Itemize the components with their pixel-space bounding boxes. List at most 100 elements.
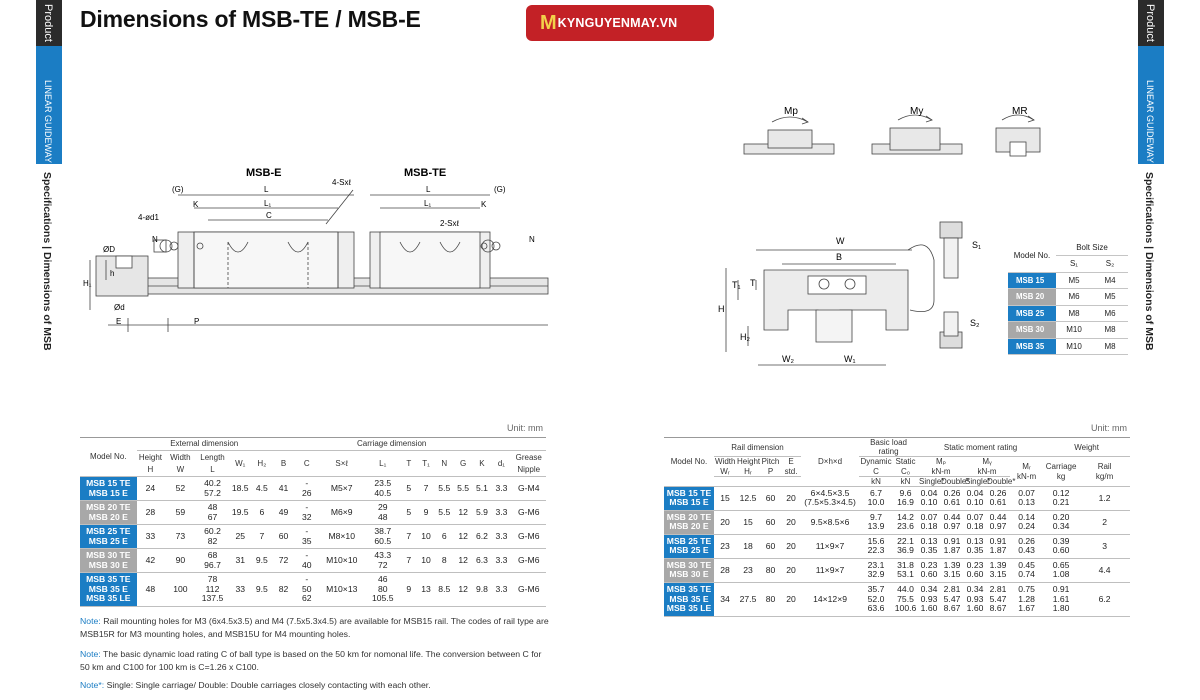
rt-header-dhd: D×h×d [801, 437, 860, 487]
right-side-tab: Product LINEAR GUIDEWAY Specifications |… [1138, 0, 1164, 700]
section-label-right: Specifications | Dimensions of MSB [1143, 172, 1155, 351]
label-s1: S₁ [972, 240, 981, 250]
label-k2: K [481, 200, 487, 209]
logo-text: KYNGUYENMAY.VN [557, 16, 678, 30]
bolt-header-size: Bolt Size [1056, 239, 1128, 256]
note-3: Note*: Single: Single carriage/ Double: … [80, 680, 431, 690]
label-n2: N [529, 235, 535, 244]
load-rating-table: Model No. Rail dimension D×h×d Basic loa… [664, 436, 1131, 617]
note-2: Note: The basic dynamic load rating C of… [80, 649, 542, 673]
rt-header-weight: Weight [1043, 436, 1131, 458]
category-tab[interactable]: LINEAR GUIDEWAY [36, 46, 62, 164]
label-od-big: ØD [103, 245, 115, 254]
unit-label-left: Unit: mm [507, 423, 543, 433]
bolt-header-s1: S₁ [1056, 255, 1092, 273]
label-4od1: 4-ød1 [138, 213, 159, 222]
label-b: B [836, 252, 842, 262]
section-label: Specifications | Dimensions of MSB [41, 172, 53, 351]
label-msb-e: MSB-E [246, 167, 281, 179]
label-4sxl: 4-Sxℓ [332, 178, 351, 187]
brand-logo[interactable]: M KYNGUYENMAY.VN [526, 5, 714, 41]
model-cell: MSB 25 [1008, 305, 1056, 322]
lt-header-length: Length [200, 452, 225, 462]
carriage-drawing: MSB-E MSB-TE (G) (G) K K L L L₁ L₁ C 4-S… [83, 167, 549, 332]
rt-header-model: Model No. [664, 437, 714, 487]
label-mr: MR [1012, 106, 1028, 117]
model-cell: MSB 35 [1008, 338, 1056, 355]
left-side-tab: Product LINEAR GUIDEWAY Specifications |… [36, 0, 62, 700]
lt-header-model: Model No. [80, 437, 137, 477]
label-k: K [193, 200, 199, 209]
lt-header-height: Height [138, 452, 162, 462]
lt-header-width: Width [170, 452, 191, 462]
external-dimension-table: Model No. External dimension Carriage di… [80, 437, 546, 607]
lt-header-external: External dimension [136, 437, 272, 451]
label-h2: H₂ [740, 332, 750, 342]
label-g: (G) [172, 185, 184, 194]
label-e: E [116, 317, 121, 326]
logo-mark-icon: M [540, 11, 557, 34]
label-2sxl: 2-Sxℓ [440, 219, 459, 228]
page-title: Dimensions of MSB-TE / MSB-E [80, 6, 421, 32]
label-my: My [910, 106, 923, 117]
label-n: N [152, 235, 158, 244]
lt-header-nipple: Nipple [511, 463, 546, 477]
label-h-small: h [110, 269, 114, 278]
label-l1: L₁ [264, 199, 271, 208]
label-h1: H₁ [83, 279, 92, 288]
moment-icons: Mp My MR [743, 106, 1041, 157]
label-w2: W₂ [782, 354, 794, 364]
note-1: Note: Rail mounting holes for M3 (6x4.5x… [80, 616, 549, 640]
label-od: Ød [114, 303, 125, 312]
label-t1: T₁ [732, 280, 741, 290]
label-w: W [836, 236, 845, 246]
label-mp: Mp [784, 106, 798, 117]
model-cell: MSB 30 [1008, 321, 1056, 339]
bolt-header-s2: S₂ [1092, 255, 1128, 273]
rt-header-rail: Rail dimension [714, 436, 802, 458]
product-tab[interactable]: Product [36, 0, 62, 46]
rt-header-static-moment: Static moment rating [918, 436, 1044, 458]
label-l1b: L₁ [424, 199, 431, 208]
label-g2: (G) [494, 185, 506, 194]
lt-header-carriage: Carriage dimension [271, 437, 512, 451]
label-t: T [750, 278, 756, 288]
label-c: C [266, 211, 272, 220]
label-h-big: H [718, 304, 725, 314]
label-l2: L [426, 185, 431, 194]
category-tab-right[interactable]: LINEAR GUIDEWAY [1138, 46, 1164, 164]
model-cell: MSB 15 [1008, 272, 1056, 289]
end-view-drawing: W B S₁ S₂ T₁ T H H₂ W₂ W₁ [718, 221, 981, 366]
label-p: P [194, 317, 199, 326]
unit-label-right: Unit: mm [1091, 423, 1127, 433]
product-tab-right[interactable]: Product [1138, 0, 1164, 46]
label-msb-te: MSB-TE [404, 167, 446, 179]
model-cell: MSB 20 [1008, 288, 1056, 306]
label-l: L [264, 185, 269, 194]
lt-header-grease: Grease [515, 452, 542, 462]
label-w1: W₁ [844, 354, 856, 364]
